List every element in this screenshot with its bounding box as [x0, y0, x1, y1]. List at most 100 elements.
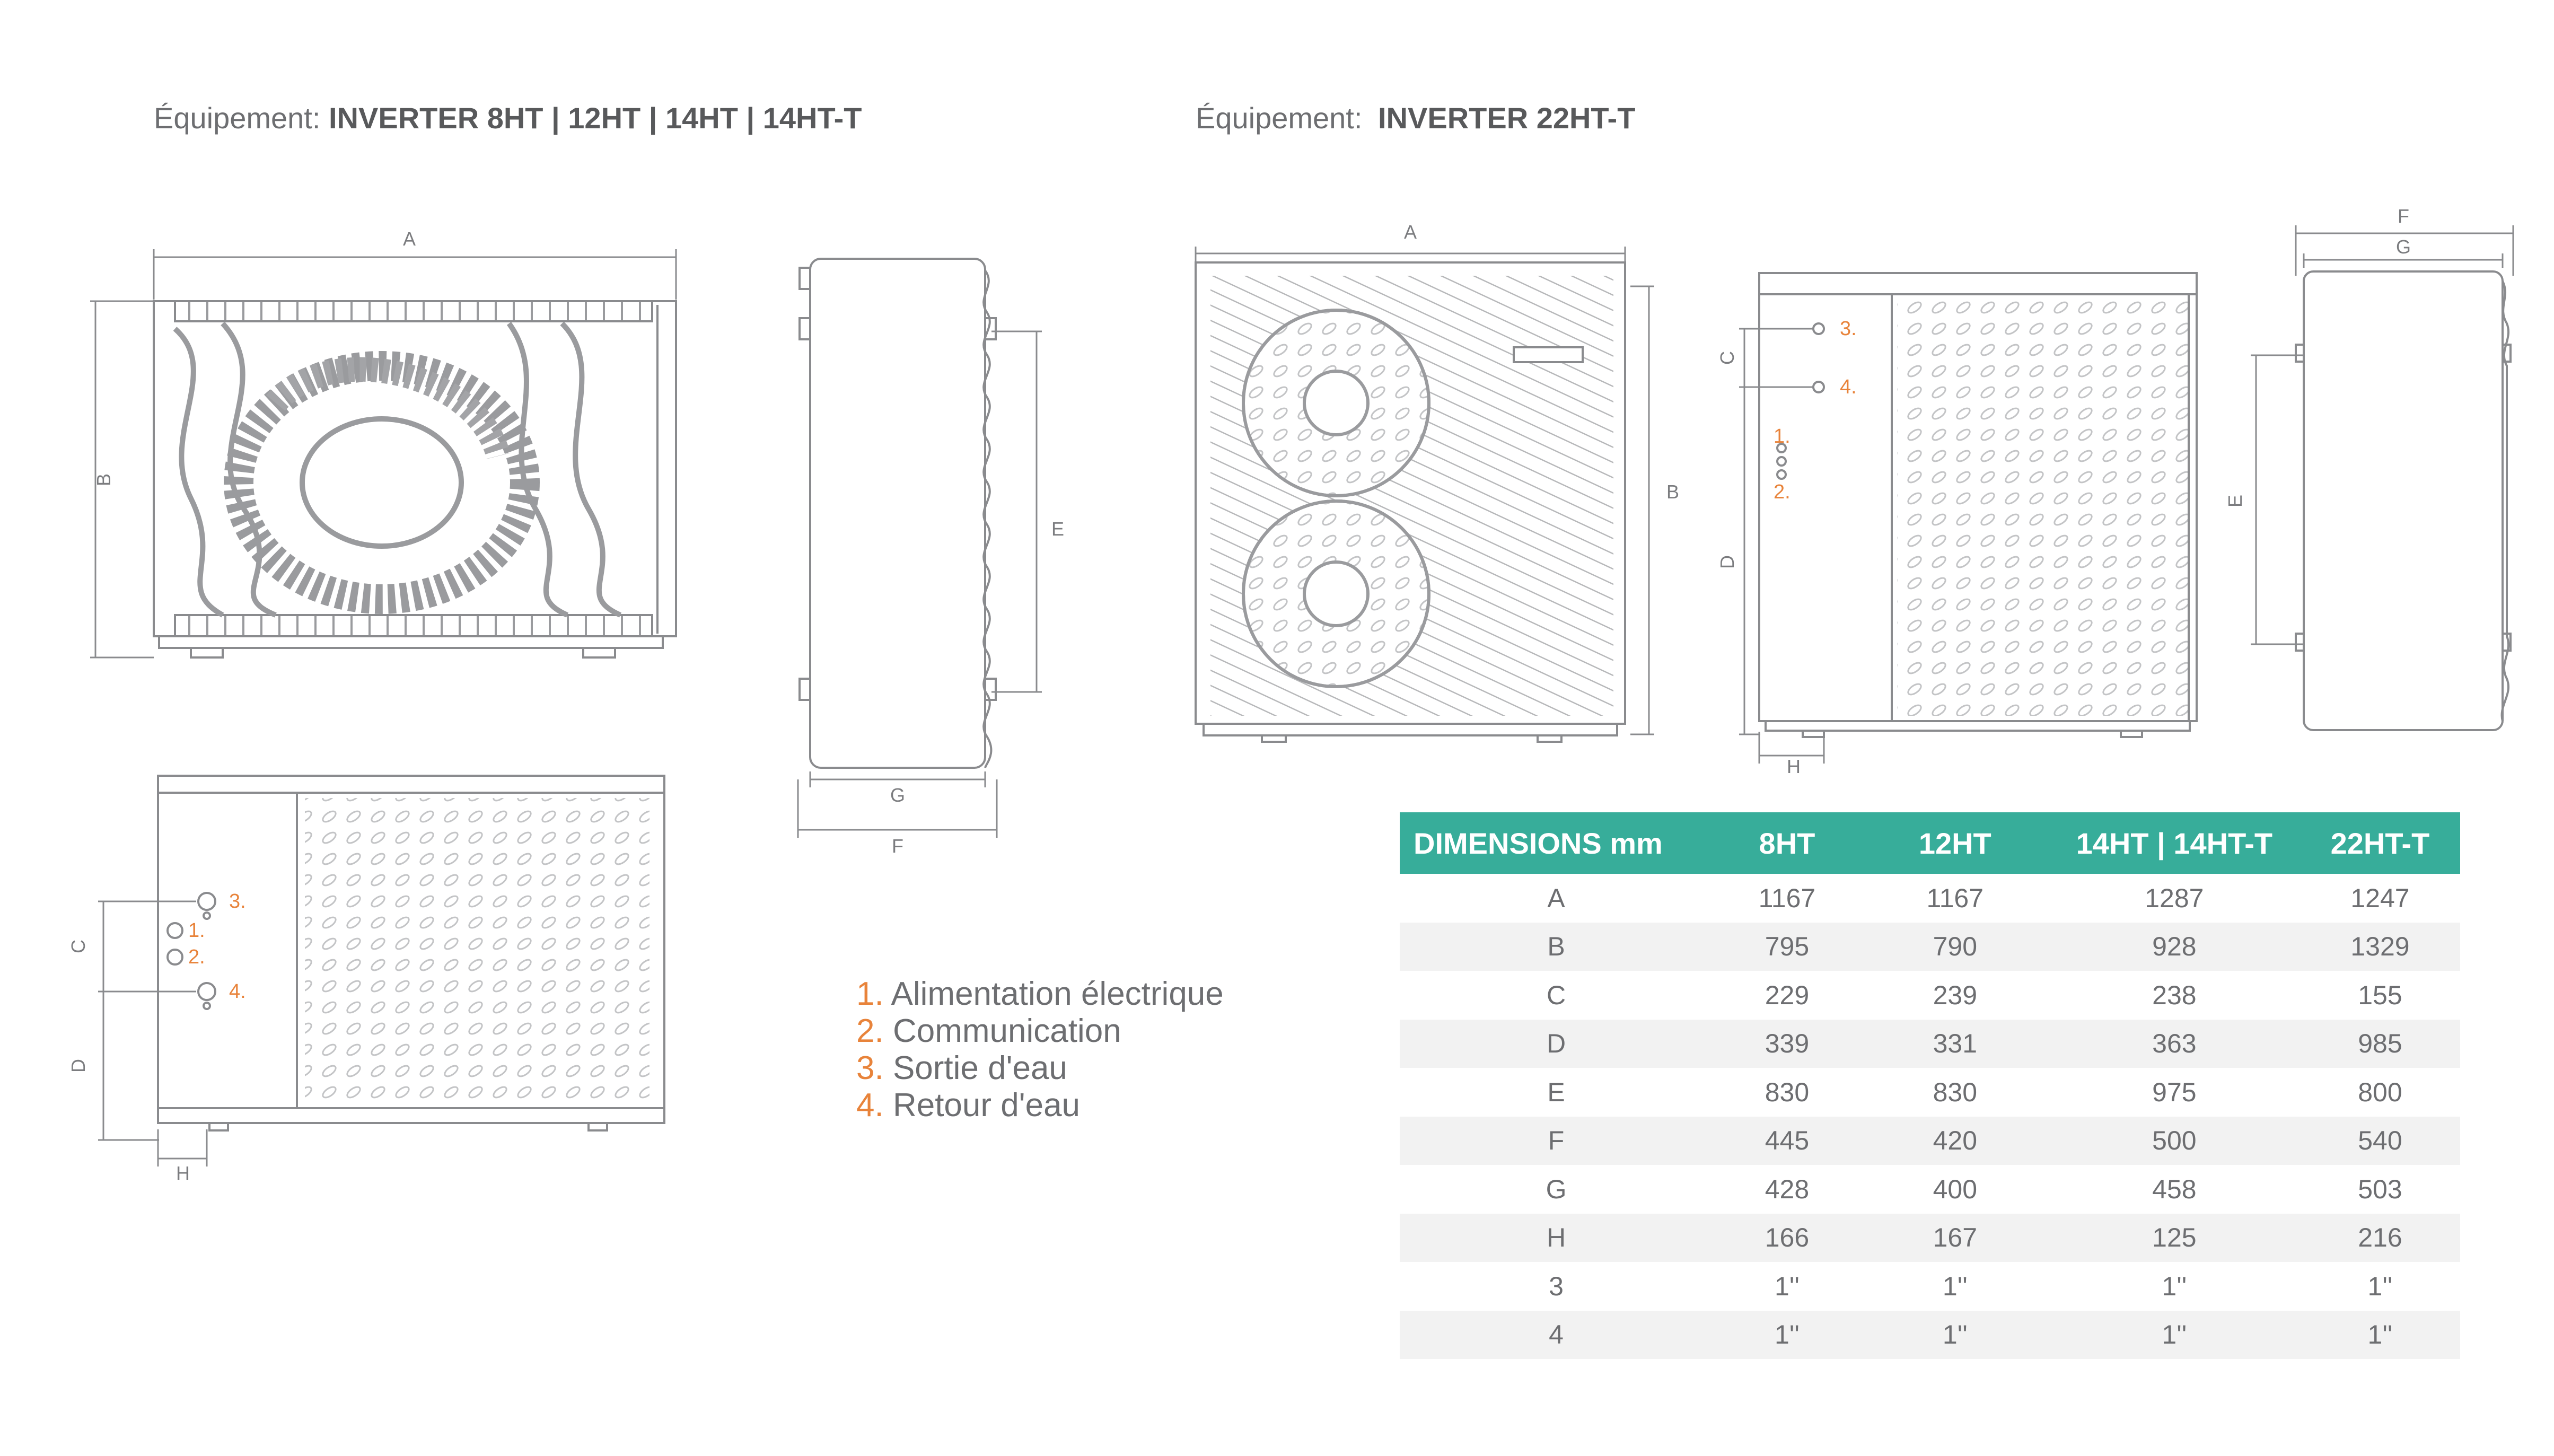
dim-c-left: C: [67, 940, 89, 953]
left-front-dimension-lines: [90, 249, 677, 659]
table-cell: 420: [1861, 1116, 2049, 1165]
table-cell: 166: [1713, 1213, 1862, 1262]
legend-item: 4. Retour d'eau: [856, 1087, 1224, 1124]
left-conn-1-label: 1.: [188, 919, 205, 942]
dim-f-left: F: [892, 835, 903, 857]
table-cell: 1'': [2048, 1310, 2300, 1359]
table-row: H 166 167 125 216: [1400, 1213, 2460, 1262]
table-cell: 1'': [1942, 1271, 1968, 1301]
table-cell: 830: [1765, 1077, 1810, 1107]
dim-f-right: F: [2398, 205, 2409, 227]
right-conn-3-label: 3.: [1840, 318, 1857, 340]
row-label: 4: [1400, 1310, 1713, 1359]
right-unit-front-view: [1195, 261, 1626, 743]
row-label: F: [1400, 1116, 1713, 1165]
legend-text: Sortie d'eau: [892, 1050, 1067, 1086]
table-cell: 1329: [2300, 922, 2460, 971]
legend-text: Retour d'eau: [892, 1087, 1081, 1124]
table-cell: 167: [1861, 1213, 2049, 1262]
table-cell: 445: [1713, 1116, 1862, 1165]
table-cell: 363: [2048, 1019, 2300, 1068]
table-row: A 1167 1167 1287 1247: [1400, 874, 2460, 923]
table-cell: 428: [1765, 1174, 1810, 1204]
heading-right-models: INVERTER 22HT-T: [1378, 101, 1636, 135]
table-cell: 155: [2358, 980, 2402, 1010]
left-conn-2-label: 2.: [188, 946, 205, 968]
right-front-dimension-lines: [1195, 247, 1654, 735]
table-cell: 800: [2358, 1077, 2402, 1107]
dim-a-right: A: [1404, 221, 1417, 243]
dim-c-right: C: [1716, 351, 1738, 365]
legend-number: 4.: [856, 1087, 884, 1124]
table-cell: 975: [2152, 1077, 2197, 1107]
table-row: B 795 790 928 1329: [1400, 922, 2460, 971]
dim-g-right: G: [2396, 236, 2411, 258]
dim-d-left: D: [67, 1059, 89, 1073]
left-side-dimension-lines: [797, 330, 1042, 838]
right-unit-rear-view: [1758, 272, 2198, 738]
dim-b-right: B: [1666, 481, 1679, 503]
table-cell: 125: [2048, 1213, 2300, 1262]
heading-right: Équipement: INVERTER 22HT-T: [1196, 101, 1635, 135]
legend-item: 3. Sortie d'eau: [856, 1050, 1224, 1087]
row-label: H: [1400, 1213, 1713, 1262]
legend-number: 1.: [856, 976, 884, 1012]
column-header: 22HT-T: [2300, 812, 2460, 874]
column-header: 8HT: [1713, 812, 1862, 874]
left-unit-front-view: [153, 300, 677, 659]
right-side-dimension-lines: [2251, 225, 2514, 645]
table-cell: 830: [1933, 1077, 1978, 1107]
table-cell: 540: [2300, 1116, 2460, 1165]
table-cell: 239: [1933, 980, 1978, 1010]
right-conn-2-label: 2.: [1774, 481, 1791, 503]
dimensions-table: DIMENSIONS mm 8HT 12HT 14HT | 14HT-T 22H…: [1400, 812, 2460, 1359]
table-cell: 1'': [2162, 1271, 2187, 1301]
heading-left-prefix: Équipement:: [154, 101, 321, 135]
row-label: D: [1400, 1019, 1713, 1068]
table-cell: 985: [2300, 1019, 2460, 1068]
right-rear-dimension-lines: [1739, 328, 1825, 764]
legend-number: 2.: [856, 1013, 884, 1049]
left-conn-4-label: 4.: [229, 980, 246, 1003]
table-cell: 1'': [2367, 1271, 2393, 1301]
table-cell: 1'': [2300, 1310, 2460, 1359]
table-cell: 1'': [1861, 1310, 2049, 1359]
connection-legend: 1. Alimentation électrique 2. Communicat…: [856, 976, 1224, 1124]
table-cell: 216: [2300, 1213, 2460, 1262]
row-label: A: [1547, 883, 1565, 913]
table-cell: 400: [1933, 1174, 1978, 1204]
left-unit-side-view: [798, 258, 997, 769]
legend-item: 2. Communication: [856, 1013, 1224, 1050]
column-header: 12HT: [1861, 812, 2049, 874]
row-label: 3: [1549, 1271, 1564, 1301]
legend-number: 3.: [856, 1050, 884, 1086]
table-cell: 1'': [1774, 1271, 1800, 1301]
column-header: DIMENSIONS mm: [1400, 812, 1713, 874]
heading-left-models: INVERTER 8HT | 12HT | 14HT | 14HT-T: [329, 101, 862, 135]
left-conn-3-label: 3.: [229, 890, 246, 913]
dim-h-left: H: [176, 1162, 190, 1184]
table-cell: 238: [2152, 980, 2197, 1010]
heading-right-prefix: Équipement:: [1196, 101, 1363, 135]
row-label: C: [1546, 980, 1566, 1010]
table-header-row: DIMENSIONS mm 8HT 12HT 14HT | 14HT-T 22H…: [1400, 812, 2460, 874]
table-row: 4 1'' 1'' 1'' 1'': [1400, 1310, 2460, 1359]
dim-b-left: B: [93, 473, 115, 486]
dim-e-left: E: [1051, 518, 1064, 540]
table-cell: 1287: [2145, 883, 2204, 913]
table-row: F 445 420 500 540: [1400, 1116, 2460, 1165]
heading-left: Équipement: INVERTER 8HT | 12HT | 14HT |…: [154, 101, 862, 135]
column-header: 14HT | 14HT-T: [2048, 812, 2300, 874]
table-cell: 795: [1713, 922, 1862, 971]
dim-h-right: H: [1787, 756, 1801, 777]
legend-text: Alimentation électrique: [891, 976, 1224, 1012]
table-cell: 790: [1861, 922, 2049, 971]
table-cell: 331: [1861, 1019, 2049, 1068]
table-row: C 229 239 238 155: [1400, 971, 2460, 1020]
table-cell: 1'': [1713, 1310, 1862, 1359]
right-conn-1-label: 1.: [1774, 425, 1791, 448]
right-unit-side-view: [2295, 270, 2512, 731]
table-row: 3 1'' 1'' 1'' 1'': [1400, 1262, 2460, 1311]
left-unit-rear-view: [157, 775, 665, 1132]
